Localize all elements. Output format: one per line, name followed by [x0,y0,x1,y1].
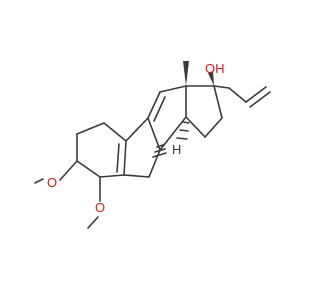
methoxy-bottom [87,176,101,229]
bond [76,160,101,178]
hydroxyl-label: OH [205,61,225,76]
ring-c [147,85,187,151]
bond [123,174,150,178]
bond [125,117,149,142]
bond [159,85,187,93]
hashed-bond [152,144,167,158]
bond [213,85,230,89]
bond [204,117,223,138]
bond [147,91,161,119]
hydroxyl-wedge [208,71,214,86]
steroid-structure: OH O O H [34,61,271,229]
methoxy-oxygen-label: O [47,175,57,190]
bond [87,216,99,229]
ring-hydrogen-label: H [172,142,181,157]
bond [228,87,247,103]
methyl-wedge [183,61,189,86]
bond [245,86,267,103]
double-bond [116,143,120,173]
bond [148,149,161,178]
methoxy-top [34,160,78,184]
bond [185,116,206,138]
bond [59,160,78,181]
bond [34,178,44,184]
bond [213,85,223,119]
bond [123,140,127,176]
ring-b [123,117,161,178]
double-bond [153,96,166,122]
bond [99,174,125,178]
allyl-chain [213,85,271,108]
hashed-bond [176,121,190,140]
bond [159,116,187,151]
double-bond [249,91,271,108]
ring-a [76,122,127,178]
bond [76,122,105,135]
bond [103,122,127,142]
ring-d [185,85,223,138]
bond [147,117,161,151]
structure-canvas: OH O O H [34,61,271,229]
methoxy-oxygen-label: O [95,200,105,215]
